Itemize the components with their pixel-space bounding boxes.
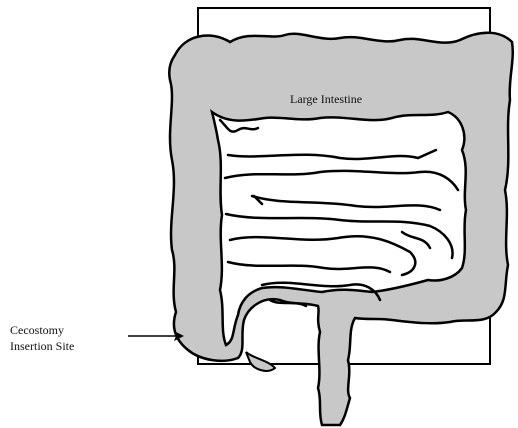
large-intestine-label: Large Intestine	[290, 92, 362, 107]
insertion-site-label-line2: Insertion Site	[10, 338, 74, 354]
pointer-arrow	[128, 331, 184, 341]
insertion-site-label-line1: Cecostomy	[10, 322, 74, 338]
insertion-site-label: Cecostomy Insertion Site	[10, 322, 74, 354]
